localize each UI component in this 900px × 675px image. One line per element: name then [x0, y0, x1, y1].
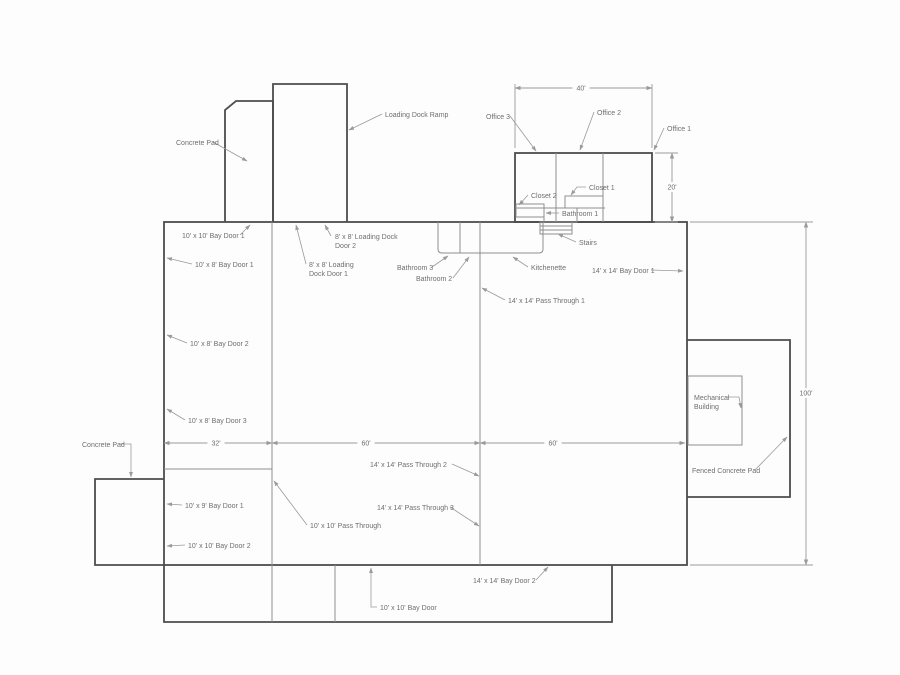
closet-1-box: [564, 195, 603, 208]
leader-bay-door-top-1: [239, 224, 251, 236]
leader-office-2: [579, 111, 595, 151]
dimension-extensions: [514, 84, 813, 566]
leader-kitchenette: [512, 256, 529, 268]
label-bay-door-bottom: 10' x 10' Bay Door: [380, 605, 437, 612]
dim-100-text: 100': [799, 391, 812, 398]
office-block-outline: [514, 152, 653, 223]
label-closet-1: Closet 1: [589, 185, 615, 192]
leader-closet-2: [518, 194, 529, 206]
leader-bay-door-14-2: [535, 566, 549, 581]
label-loading-dock-ramp: Loading Dock Ramp: [385, 112, 449, 119]
label-closet-2: Closet 2: [531, 193, 557, 200]
exterior-walls: [94, 83, 791, 623]
leader-bay-door-bl-1: [166, 502, 183, 507]
leader-fenced-concrete-pad: [754, 436, 788, 471]
label-bathroom-2: Bathroom 2: [416, 276, 452, 283]
leader-loading-dock-door-2: [324, 224, 332, 237]
label-pass-through-10: 10' x 10' Pass Through: [310, 523, 381, 530]
dim-60-b-bg: [544, 438, 562, 448]
label-office-3: Office 3: [486, 114, 510, 121]
label-concrete-pad-bottom: Concrete Pad: [82, 442, 125, 449]
label-kitchenette: Kitchenette: [531, 265, 566, 272]
interior-walls: [164, 153, 743, 622]
labels-layer: Concrete Pad Loading Dock Ramp Office 3 Off…: [82, 110, 788, 612]
leader-bathroom-3: [431, 255, 449, 268]
label-bay-door-14-1: 14' x 14' Bay Door 1: [592, 268, 655, 275]
mechanical-building-box: [687, 375, 743, 446]
closet-2-box: [515, 203, 545, 218]
dim-40-bg: [572, 83, 590, 93]
label-bay-door-top-1: 10' x 10' Bay Door 1: [182, 233, 245, 240]
label-bathroom-3: Bathroom 3: [397, 265, 433, 272]
leader-stairs: [557, 233, 577, 243]
label-pass-through-1: 14' x 14' Pass Through 1: [508, 298, 585, 305]
leader-concrete-pad-bottom: [120, 443, 133, 478]
loading-dock-ramp-outline: [272, 83, 348, 222]
label-bathroom-1: Bathroom 1: [562, 211, 598, 218]
leader-closet-1: [570, 186, 586, 196]
leader-bay-door-left-2: [166, 334, 188, 344]
label-pass-through-3: 14' x 14' Pass Through 3: [377, 505, 454, 512]
leader-office-1: [653, 127, 665, 151]
dim-100-bg: [795, 388, 817, 398]
label-concrete-pad-top: Concrete Pad: [176, 140, 219, 147]
leader-pass-through-1: [481, 287, 506, 301]
fenced-pad-outline: [687, 339, 791, 498]
dim-20-bg: [663, 182, 681, 192]
leader-bay-door-left-1: [166, 257, 193, 265]
leader-office-3: [509, 115, 537, 152]
label-fenced-concrete-pad: Fenced Concrete Pad: [692, 468, 760, 475]
leader-bay-door-bottom: [369, 567, 377, 608]
concrete-pad-ramp-outline: [224, 100, 274, 222]
leader-mechanical-building: [727, 396, 743, 409]
leader-loading-dock-ramp: [348, 113, 383, 131]
label-office-1: Office 1: [667, 126, 691, 133]
leader-bay-door-bl-2: [166, 543, 186, 548]
dim-32-text: 32': [211, 441, 220, 448]
label-bay-door-14-2: 14' x 14' Bay Door 2: [473, 578, 536, 585]
label-bay-door-bl-2: 10' x 10' Bay Door 2: [188, 543, 251, 550]
dim-40-text: 40': [576, 86, 585, 93]
bottom-extension-outline: [163, 565, 613, 623]
stairs-box: [539, 221, 573, 235]
dim-60-a-bg: [357, 438, 375, 448]
label-bay-door-left-3: 10' x 8' Bay Door 3: [188, 418, 247, 425]
label-bay-door-left-1: 10' x 8' Bay Door 1: [195, 262, 254, 269]
leader-loading-dock-door-1: [295, 224, 307, 265]
leader-bay-door-left-3: [166, 408, 186, 421]
bottom-left-pad-outline: [94, 478, 164, 566]
dim-60-a-text: 60': [361, 441, 370, 448]
leader-bathroom-2: [452, 256, 470, 279]
label-office-2: Office 2: [597, 110, 621, 117]
leader-pass-through-2: [451, 463, 480, 477]
leader-pass-through-3: [449, 506, 480, 527]
leader-pass-through-10: [273, 480, 308, 526]
dimension-lines: 40' 20' 100' 32' 60' 60': [163, 83, 817, 566]
bathroom-kitchenette-block: [437, 222, 544, 254]
label-bay-door-bl-1: 10' x 9' Bay Door 1: [185, 503, 244, 510]
leader-bay-door-14-1: [650, 268, 684, 273]
dim-20-text: 20': [667, 185, 676, 192]
dim-32-bg: [207, 438, 225, 448]
label-pass-through-2: 14' x 14' Pass Through 2: [370, 462, 447, 469]
label-stairs: Stairs: [579, 240, 597, 247]
dim-60-b-text: 60': [548, 441, 557, 448]
main-building-outline: [163, 221, 688, 566]
label-bay-door-left-2: 10' x 8' Bay Door 2: [190, 341, 249, 348]
leader-concrete-pad-top: [212, 141, 248, 162]
